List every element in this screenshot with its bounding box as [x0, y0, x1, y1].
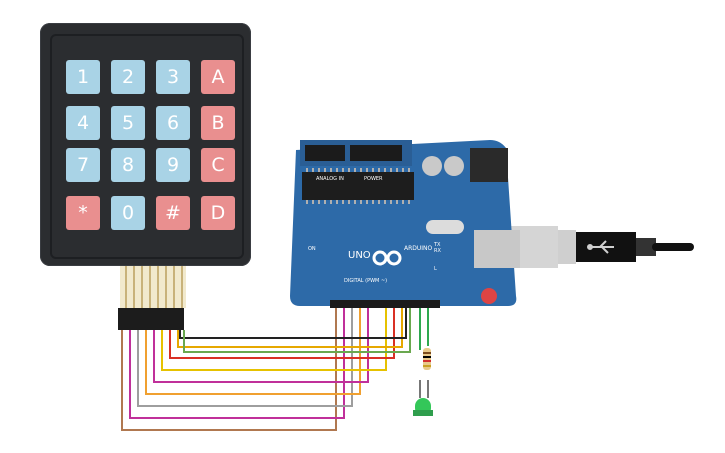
- l-label: L: [434, 266, 437, 272]
- keypad-4x4[interactable]: 1 2 3 A 4 5 6 B 7 8 9 C * 0 # D: [40, 23, 251, 266]
- key-D[interactable]: D: [201, 196, 235, 230]
- on-label: ON: [308, 246, 316, 252]
- key-A[interactable]: A: [201, 60, 235, 94]
- digital-label: DIGITAL (PWM ~): [344, 278, 387, 284]
- key-star[interactable]: *: [66, 196, 100, 230]
- key-4[interactable]: 4: [66, 106, 100, 140]
- wire-magenta-1: [129, 308, 345, 419]
- led-wires[interactable]: [419, 308, 429, 398]
- wires[interactable]: [121, 308, 411, 431]
- dc-jack[interactable]: [470, 148, 508, 182]
- key-2[interactable]: 2: [111, 60, 145, 94]
- crystal-oscillator: [426, 220, 464, 234]
- key-9[interactable]: 9: [156, 148, 190, 182]
- key-6[interactable]: 6: [156, 106, 190, 140]
- digital-header[interactable]: [330, 300, 440, 308]
- usb-port[interactable]: [474, 230, 520, 268]
- chip-pins: [306, 168, 410, 204]
- tx-label: TX: [433, 242, 441, 248]
- reset-button[interactable]: [481, 288, 497, 304]
- key-7[interactable]: 7: [66, 148, 100, 182]
- key-B[interactable]: B: [201, 106, 235, 140]
- arduino-uno-board[interactable]: ARDUINO UNO ANALOG IN POWER DIGITAL (PWM…: [290, 140, 520, 308]
- rx-label: RX: [434, 248, 441, 254]
- power-label: POWER: [364, 176, 383, 182]
- keypad-ribbon: [120, 266, 186, 308]
- key-1[interactable]: 1: [66, 60, 100, 94]
- usb-icon: [587, 240, 614, 254]
- resistor[interactable]: [423, 348, 431, 370]
- brand-label: ARDUINO: [404, 245, 433, 252]
- key-hash[interactable]: #: [156, 196, 190, 230]
- key-3[interactable]: 3: [156, 60, 190, 94]
- power-header[interactable]: [350, 145, 402, 161]
- key-8[interactable]: 8: [111, 148, 145, 182]
- led-green[interactable]: [413, 398, 433, 416]
- wire-green: [183, 308, 411, 353]
- key-C[interactable]: C: [201, 148, 235, 182]
- keypad-header-connector[interactable]: [118, 308, 184, 330]
- arduino-logo: [372, 250, 402, 266]
- wire-red: [169, 308, 395, 359]
- wire-magenta-2: [153, 308, 369, 383]
- key-5[interactable]: 5: [111, 106, 145, 140]
- capacitor-1: [422, 156, 442, 176]
- wire-orange-2: [177, 308, 403, 348]
- wire-black: [179, 308, 407, 339]
- analog-label: ANALOG IN: [316, 176, 344, 182]
- usb-cable[interactable]: [498, 226, 694, 268]
- microcontroller-chip: [302, 172, 414, 200]
- capacitor-2: [444, 156, 464, 176]
- key-0[interactable]: 0: [111, 196, 145, 230]
- keypad-border: [50, 34, 244, 259]
- model-label: UNO: [348, 250, 371, 261]
- analog-header[interactable]: [305, 145, 345, 161]
